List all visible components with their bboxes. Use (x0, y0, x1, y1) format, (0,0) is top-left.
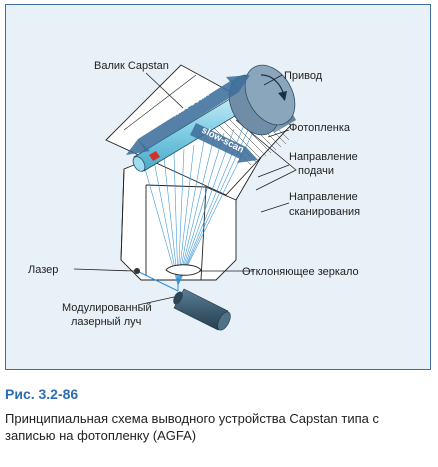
capstan-roller (132, 93, 249, 172)
label-laser: Лазер (28, 264, 58, 276)
figure-caption: Принципиальная схема выводного устройств… (5, 411, 379, 443)
label-feed-direction-line2: подачи (298, 165, 334, 177)
figure-number: Рис. 3.2-86 (5, 386, 79, 402)
label-drive: Привод (284, 70, 323, 82)
label-modulated-beam-line1: Модулированный (62, 302, 152, 314)
label-scan-direction-line2: сканирования (289, 206, 360, 218)
label-feed-direction-line1: Направление (289, 151, 358, 163)
capstan-diagram: fast-scan slow-scan (28, 60, 360, 331)
leader-lines (73, 72, 290, 306)
figure-panel: fast-scan slow-scan (5, 4, 431, 370)
diagram-labels: Валик Capstan Привод Фотопленка Направле… (28, 60, 360, 328)
label-modulated-beam-line2: лазерный луч (71, 316, 141, 328)
label-deflecting-mirror: Отклоняющее зеркало (242, 266, 359, 278)
label-scan-direction-line1: Направление (289, 191, 358, 203)
laser-unit (134, 268, 231, 331)
drive-drum (228, 64, 296, 136)
label-film: Фотопленка (289, 122, 351, 134)
label-capstan-roller: Валик Capstan (94, 60, 169, 72)
deflecting-mirror (165, 264, 202, 276)
